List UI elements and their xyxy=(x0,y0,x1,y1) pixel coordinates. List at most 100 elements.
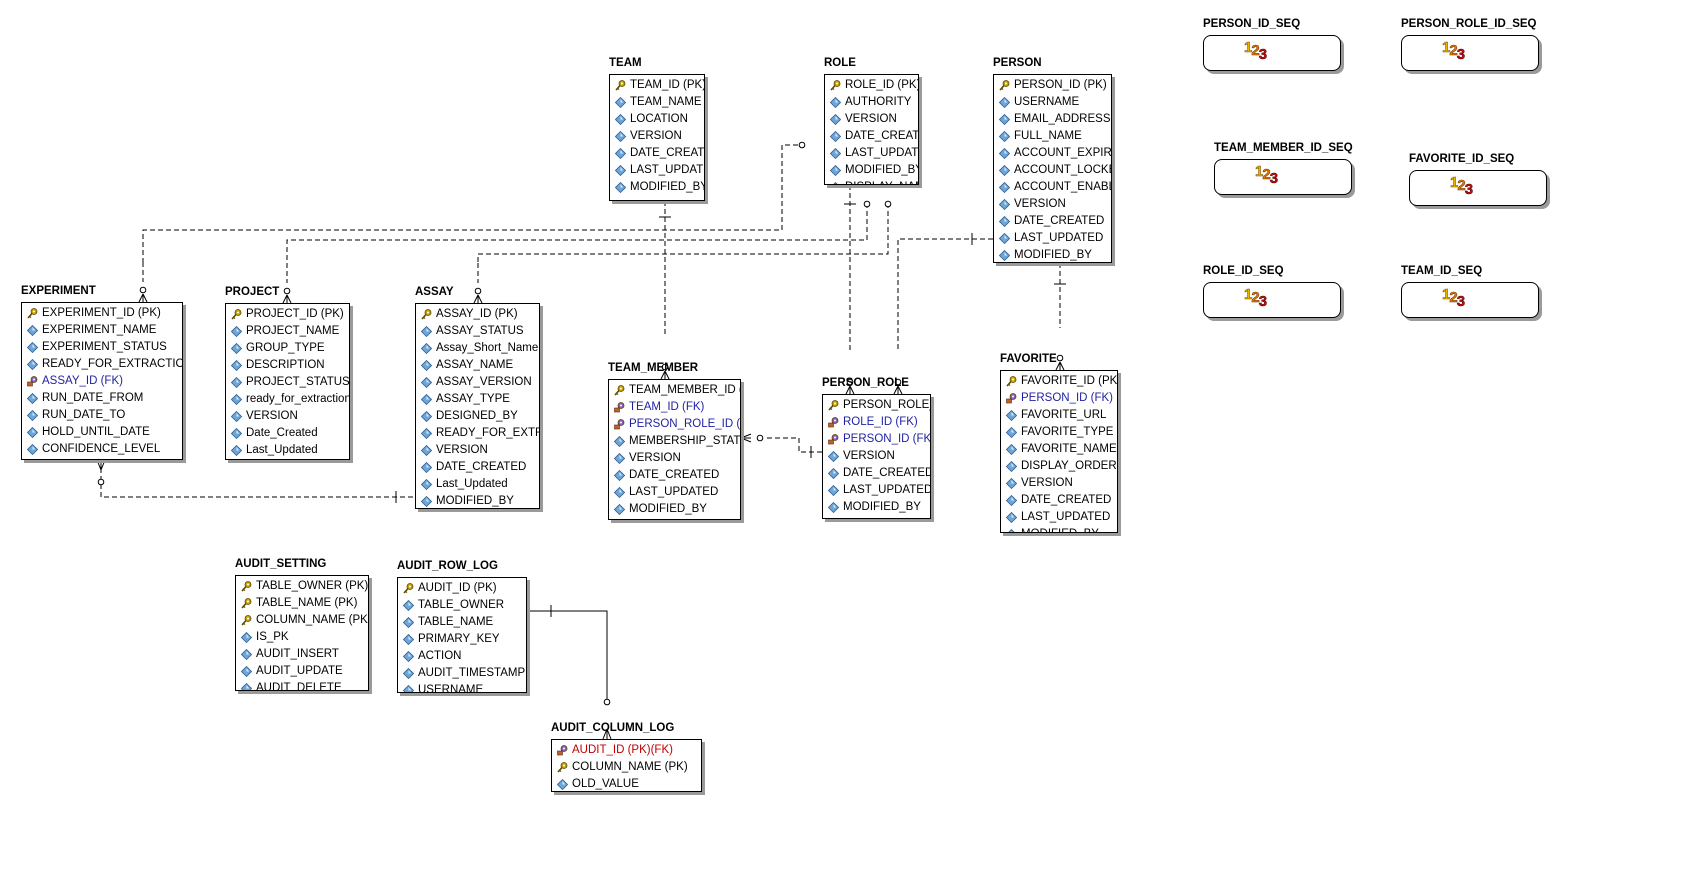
column-row[interactable]: TABLE_OWNER (PK) xyxy=(236,578,368,595)
column-row[interactable]: ACCOUNT_ENABLE xyxy=(994,179,1111,196)
column-row[interactable]: FAVORITE_NAME xyxy=(1001,441,1117,458)
column-row[interactable]: ready_for_extraction xyxy=(226,391,349,408)
column-row[interactable]: VERSION xyxy=(825,111,918,128)
column-row[interactable]: MODIFIED_BY xyxy=(226,459,349,460)
column-row[interactable]: DISPLAY_NAM xyxy=(825,179,918,184)
entity-experiment[interactable]: EXPERIMENT EXPERIMENT_ID (PK) EXPERIMENT… xyxy=(21,285,183,460)
column-row[interactable]: CONFIDENCE_LEVEL xyxy=(22,441,182,458)
column-row[interactable]: USERNAME xyxy=(398,682,526,692)
column-row[interactable]: FAVORITE_URL xyxy=(1001,407,1117,424)
column-row[interactable]: MODIFIED_BY xyxy=(1001,526,1117,532)
column-row[interactable]: MEMBERSHIP_STATU xyxy=(609,433,740,450)
entity-box[interactable]: PERSON_ROLE_ ROLE_ID (FK) PERSON_ID (FK)… xyxy=(822,394,931,519)
entity-box[interactable]: ASSAY_ID (PK) ASSAY_STATUS Assay_Short_N… xyxy=(415,303,540,509)
column-row[interactable]: PERSON_ID (FK) xyxy=(1001,390,1117,407)
column-row[interactable]: AUDIT_UPDATE xyxy=(236,663,368,680)
column-row[interactable]: AUDIT_ID (PK) xyxy=(398,580,526,597)
column-row[interactable]: ACCOUNT_EXPIRE xyxy=(994,145,1111,162)
column-row[interactable]: AUDIT_TIMESTAMP xyxy=(398,665,526,682)
entity-role[interactable]: ROLE ROLE_ID (PK) AUTHORITY VERSION DATE… xyxy=(824,57,919,185)
column-row[interactable]: LAST_UPDATE xyxy=(610,162,704,179)
column-row[interactable]: VERSION xyxy=(1001,475,1117,492)
column-row[interactable]: LAST_UPDATE xyxy=(825,145,918,162)
column-row[interactable]: TEAM_ID (FK) xyxy=(609,399,740,416)
column-row[interactable]: MODIFIED_BY xyxy=(416,493,539,508)
column-row[interactable]: RUN_DATE_FROM xyxy=(22,390,182,407)
column-row[interactable]: PERSON_ROLE_ID (F xyxy=(609,416,740,433)
column-row[interactable]: DATE_CREATED xyxy=(823,465,930,482)
column-row[interactable]: ASSAY_TYPE xyxy=(416,391,539,408)
sequence-box[interactable]: 123 xyxy=(1409,170,1547,206)
column-row[interactable]: HOLD_UNTIL_DATE xyxy=(22,424,182,441)
column-row[interactable]: FULL_NAME xyxy=(994,128,1111,145)
column-row[interactable]: VERSION xyxy=(823,448,930,465)
column-row[interactable]: EXPERIMENT_ID (PK) xyxy=(22,305,182,322)
column-row[interactable]: DESIGNED_BY xyxy=(416,408,539,425)
column-row[interactable]: MODIFIED_BY xyxy=(610,179,704,196)
column-row[interactable]: DESCRIPTION xyxy=(22,458,182,459)
column-row[interactable]: ASSAY_ID (PK) xyxy=(416,306,539,323)
column-row[interactable]: EMAIL_ADDRESS xyxy=(994,111,1111,128)
column-row[interactable]: PERSON_ROLE_ xyxy=(823,397,930,414)
column-row[interactable]: DISPLAY_ORDER xyxy=(1001,458,1117,475)
column-row[interactable]: DATE_CREATE xyxy=(825,128,918,145)
column-row[interactable]: LAST_UPDATED xyxy=(1001,509,1117,526)
entity-box[interactable]: ROLE_ID (PK) AUTHORITY VERSION DATE_CREA… xyxy=(824,74,919,185)
column-row[interactable]: VERSION xyxy=(226,408,349,425)
column-row[interactable]: DATE_CREATED xyxy=(1001,492,1117,509)
entity-box[interactable]: TABLE_OWNER (PK) TABLE_NAME (PK) COLUMN_… xyxy=(235,575,369,691)
entity-box[interactable]: TEAM_MEMBER_ID (P TEAM_ID (FK) PERSON_RO… xyxy=(608,379,741,520)
column-row[interactable]: Last_Updated xyxy=(226,442,349,459)
entity-box[interactable]: FAVORITE_ID (PK) PERSON_ID (FK) FAVORITE… xyxy=(1000,370,1118,533)
entity-audit-row-log[interactable]: AUDIT_ROW_LOG AUDIT_ID (PK) TABLE_OWNER … xyxy=(397,560,527,693)
sequence-team-id-seq[interactable]: TEAM_ID_SEQ 123 xyxy=(1401,265,1539,318)
column-row[interactable]: VERSION xyxy=(416,442,539,459)
column-row[interactable]: DESCRIPTION xyxy=(226,357,349,374)
entity-audit-setting[interactable]: AUDIT_SETTING TABLE_OWNER (PK) TABLE_NAM… xyxy=(235,558,369,691)
column-row[interactable]: COLUMN_NAME (PK) xyxy=(236,612,368,629)
column-row[interactable]: MODIFIED_BY xyxy=(825,162,918,179)
column-row[interactable]: MODIFIED_BY xyxy=(609,501,740,518)
sequence-box[interactable]: 123 xyxy=(1401,35,1539,71)
column-row[interactable]: TEAM_ID (PK) xyxy=(610,77,704,94)
column-row[interactable]: MODIFIED_BY xyxy=(994,247,1111,262)
column-row[interactable]: Assay_Short_Name xyxy=(416,340,539,357)
entity-person[interactable]: PERSON PERSON_ID (PK) USERNAME EMAIL_ADD… xyxy=(993,57,1112,263)
sequence-person-role-id-seq[interactable]: PERSON_ROLE_ID_SEQ 123 xyxy=(1401,18,1539,71)
entity-project[interactable]: PROJECT PROJECT_ID (PK) PROJECT_NAME GRO… xyxy=(225,286,350,460)
entity-team-member[interactable]: TEAM_MEMBER TEAM_MEMBER_ID (P TEAM_ID (F… xyxy=(608,362,741,520)
column-row[interactable]: DATE_CREATED xyxy=(609,467,740,484)
sequence-box[interactable]: 123 xyxy=(1203,35,1341,71)
column-row[interactable]: VERSION xyxy=(610,128,704,145)
column-row[interactable]: ASSAY_NAME xyxy=(416,357,539,374)
column-row[interactable]: MODIFIED_BY xyxy=(823,499,930,516)
column-row[interactable]: TEAM_NAME xyxy=(610,94,704,111)
column-row[interactable]: ACTION xyxy=(398,648,526,665)
entity-audit-column-log[interactable]: AUDIT_COLUMN_LOG AUDIT_ID (PK)(FK) COLUM… xyxy=(551,722,702,792)
column-row[interactable]: ROLE_ID (FK) xyxy=(823,414,930,431)
column-row[interactable]: RUN_DATE_TO xyxy=(22,407,182,424)
column-row[interactable]: LOCATION xyxy=(610,111,704,128)
column-row[interactable]: LAST_UPDATED xyxy=(609,484,740,501)
entity-box[interactable]: PROJECT_ID (PK) PROJECT_NAME GROUP_TYPE … xyxy=(225,303,350,460)
column-row[interactable]: VERSION xyxy=(609,450,740,467)
column-row[interactable]: USERNAME xyxy=(994,94,1111,111)
column-row[interactable]: PROJECT_ID (PK) xyxy=(226,306,349,323)
column-row[interactable]: TABLE_NAME (PK) xyxy=(236,595,368,612)
column-row[interactable]: EXPERIMENT_NAME xyxy=(22,322,182,339)
entity-box[interactable]: TEAM_ID (PK) TEAM_NAME LOCATION VERSION … xyxy=(609,74,705,201)
entity-team[interactable]: TEAM TEAM_ID (PK) TEAM_NAME LOCATION VER… xyxy=(609,57,705,201)
sequence-box[interactable]: 123 xyxy=(1214,159,1352,195)
entity-assay[interactable]: ASSAY ASSAY_ID (PK) ASSAY_STATUS Assay_S… xyxy=(415,286,540,509)
sequence-favorite-id-seq[interactable]: FAVORITE_ID_SEQ 123 xyxy=(1409,153,1547,206)
sequence-box[interactable]: 123 xyxy=(1203,282,1341,318)
column-row[interactable]: LAST_UPDATED xyxy=(823,482,930,499)
column-row[interactable]: ACCOUNT_LOCKE xyxy=(994,162,1111,179)
column-row[interactable]: PERSON_ID (PK) xyxy=(994,77,1111,94)
column-row[interactable]: ASSAY_STATUS xyxy=(416,323,539,340)
entity-favorite[interactable]: FAVORITE FAVORITE_ID (PK) PERSON_ID (FK)… xyxy=(1000,353,1118,533)
entity-person-role[interactable]: PERSON_ROLE PERSON_ROLE_ ROLE_ID (FK) PE… xyxy=(822,377,931,519)
column-row[interactable]: READY_FOR_EXTRA xyxy=(416,425,539,442)
column-row[interactable]: DATE_CREATE xyxy=(610,145,704,162)
column-row[interactable]: GROUP_TYPE xyxy=(226,340,349,357)
